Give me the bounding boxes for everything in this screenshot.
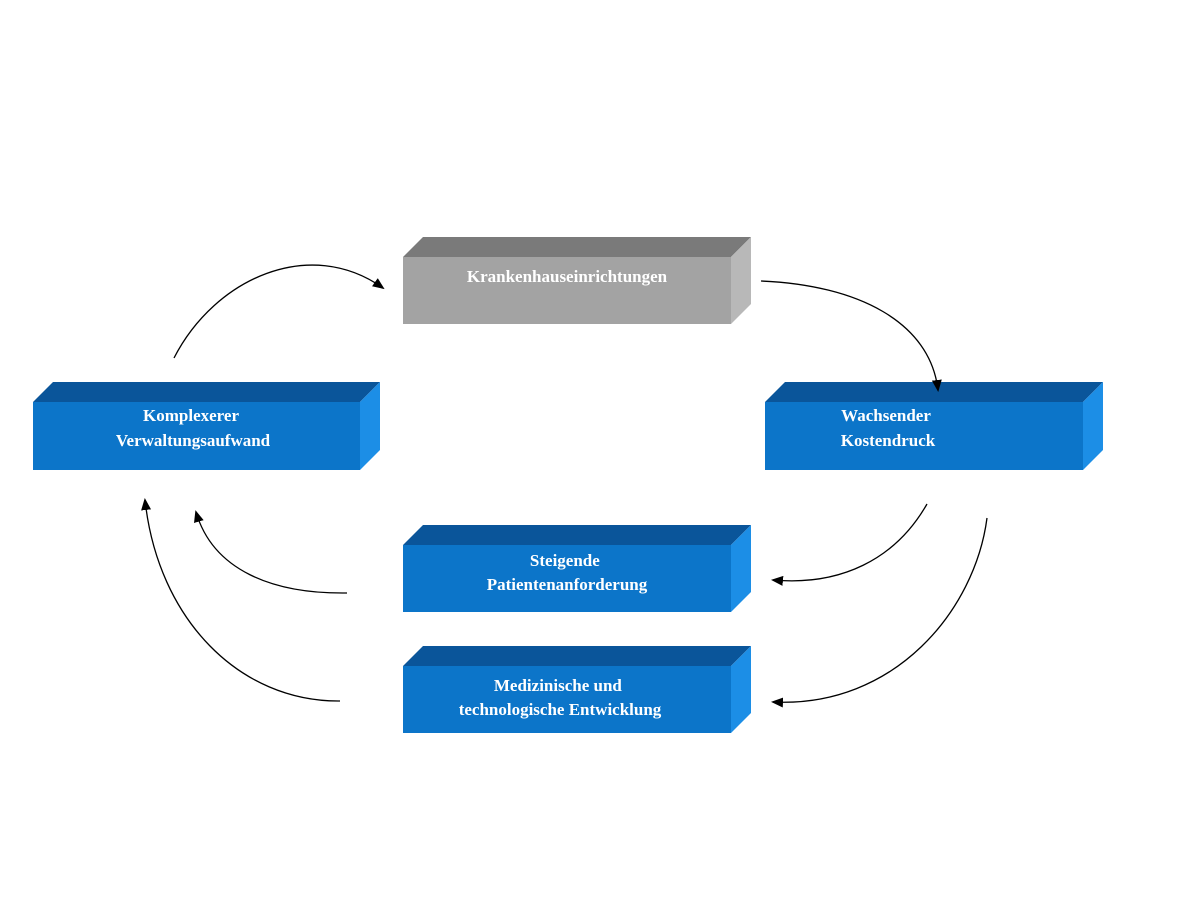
hospital-facilities-box-front [403, 257, 731, 324]
admin-effort-label-line-1: Komplexerer [143, 406, 239, 425]
cost-pressure-label-line-1: Wachsender [841, 406, 931, 425]
cost-pressure-box-top [765, 382, 1103, 402]
arrow-cost-to-patient-demands [771, 503, 928, 586]
cost-pressure-box-side [1083, 382, 1103, 470]
admin-effort-box-top [33, 382, 380, 402]
patient-demands-label-line-1: Steigende [530, 551, 600, 570]
arrow-cost-to-med-tech [771, 517, 988, 708]
patient-demands-label-line-2: Patientenanforderung [487, 575, 648, 594]
admin-effort-box-front [33, 402, 360, 470]
patient-demands-label: Steigende Patientenanforderung [487, 551, 648, 594]
hospital-facilities-label-line-1: Krankenhauseinrichtungen [467, 267, 668, 286]
hospital-facilities-label: Krankenhauseinrichtungen [467, 267, 668, 286]
patient-demands-box-top [403, 525, 751, 545]
cost-pressure-label: Wachsender Kostendruck [841, 406, 936, 450]
med-tech-development-label-line-1: Medizinische und [494, 676, 623, 695]
admin-effort-box: Komplexerer Verwaltungsaufwand [33, 382, 380, 470]
med-tech-development-box-top [403, 646, 751, 666]
arrow-patient-demands-to-admin [194, 510, 348, 594]
arrow-admin-to-hospital [173, 264, 385, 359]
patient-demands-box-front [403, 545, 731, 612]
med-tech-development-label-line-2: technologische Entwicklung [459, 700, 662, 719]
patient-demands-box-side [731, 525, 751, 612]
cost-pressure-box: Wachsender Kostendruck [765, 382, 1103, 470]
med-tech-development-box: Medizinische und technologische Entwickl… [403, 646, 751, 733]
admin-effort-label-line-2: Verwaltungsaufwand [116, 431, 271, 450]
med-tech-development-label: Medizinische und technologische Entwickl… [459, 676, 662, 719]
admin-effort-label: Komplexerer Verwaltungsaufwand [116, 406, 271, 450]
arrow-med-tech-to-admin [141, 498, 341, 702]
med-tech-development-box-side [731, 646, 751, 733]
cost-pressure-label-line-2: Kostendruck [841, 431, 936, 450]
med-tech-development-box-front [403, 666, 731, 733]
patient-demands-box: Steigende Patientenanforderung [403, 525, 751, 612]
hospital-facilities-box: Krankenhauseinrichtungen [403, 237, 751, 324]
arrow-hospital-to-cost [760, 280, 942, 392]
hospital-facilities-box-top [403, 237, 751, 257]
hospital-facilities-box-side [731, 237, 751, 324]
admin-effort-box-side [360, 382, 380, 470]
cost-pressure-box-front [765, 402, 1083, 470]
